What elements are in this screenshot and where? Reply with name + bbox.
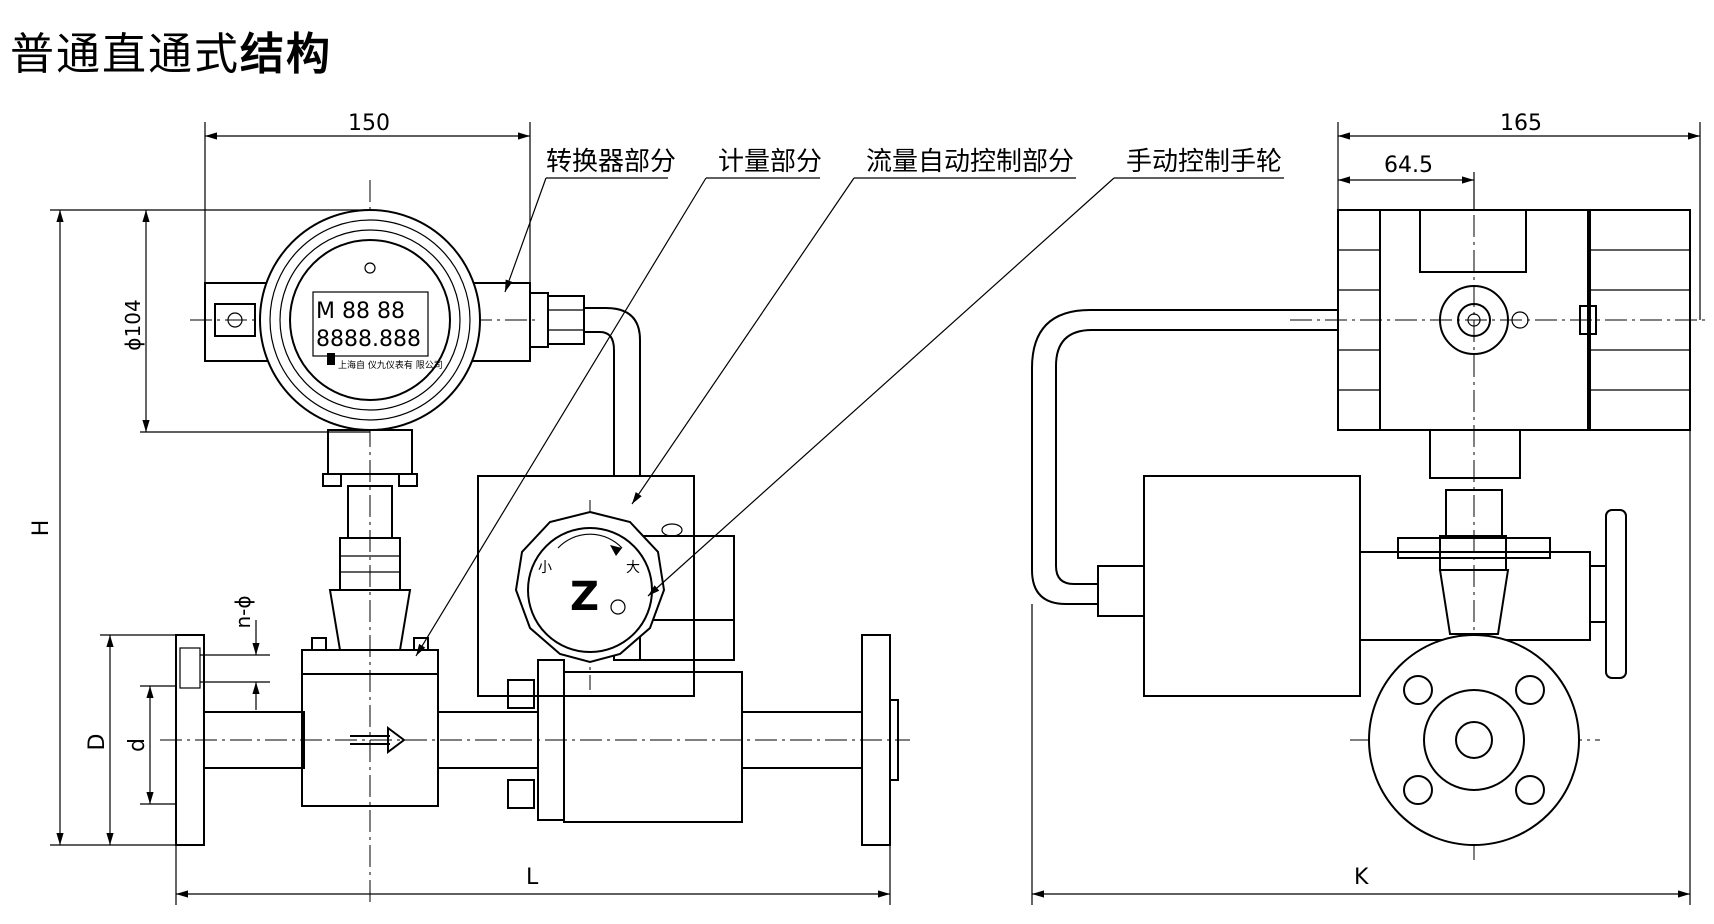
side-actuator-collar (1397, 537, 1551, 559)
converter-window (289, 239, 451, 401)
dim-150-label: 150 (348, 111, 390, 136)
dim-D-label: D (85, 734, 110, 751)
callouts: 转换器部分 计量部分 流量自动控制部分 手动控制手轮 (415, 147, 1284, 657)
side-bolt-hole-2 (1515, 675, 1545, 705)
callout-converter: 转换器部分 (546, 147, 676, 177)
knob-outline (514, 510, 666, 664)
pipe-assembly (175, 634, 899, 846)
knob-brand-mark: Z (570, 574, 599, 620)
valve-body (563, 671, 743, 823)
right-flange-face (889, 699, 899, 781)
stem-bolt-right (398, 473, 418, 487)
side-stem-block (1429, 429, 1521, 479)
side-cable-nut (1097, 565, 1145, 617)
knob-direction-arc (557, 533, 623, 549)
display-indicator (364, 262, 376, 274)
leader-auto-control (631, 177, 855, 505)
lcd-row1: M 88 88 (316, 299, 405, 324)
side-cable-outer (1031, 309, 1338, 605)
dim-phi104-label: ϕ104 (121, 299, 145, 350)
callout-hand-wheel: 手动控制手轮 (1126, 147, 1282, 177)
dim-165-label: 165 (1500, 111, 1542, 136)
side-bolt-hole-4 (1515, 775, 1545, 805)
flow-arrow-icon (387, 726, 406, 754)
maker-logo (327, 353, 335, 365)
registered-mark-icon (610, 599, 626, 615)
mount-bolt-left (311, 637, 327, 651)
dim-64-5-label: 64.5 (1384, 153, 1433, 178)
dim-L-label: L (526, 865, 539, 890)
side-converter-left-fins (1337, 209, 1381, 431)
knob-label-small: 小 (538, 560, 552, 576)
callout-metering: 计量部分 (718, 147, 822, 177)
leader-hand-wheel (647, 177, 1115, 597)
side-converter-plug (1579, 305, 1597, 335)
side-converter-right-fins (1589, 209, 1691, 431)
left-gland (214, 303, 256, 337)
front-dimensions: 150 ϕ104 H D d n-ϕ L (29, 111, 891, 905)
side-handwheel-hub (1589, 565, 1607, 623)
side-bolt-hole-3 (1403, 775, 1433, 805)
actuator-frame (477, 475, 695, 697)
converter-ring-2 (269, 219, 471, 421)
left-flange-bolt-hole (179, 647, 201, 689)
lcd-row2: 8888.888 (316, 327, 421, 352)
side-bolt-hole-1 (1403, 675, 1433, 705)
left-gland-bolt (227, 312, 243, 328)
side-handwheel-icon (1605, 509, 1627, 679)
cable-nut (547, 295, 585, 345)
knob-label-large: 大 (626, 560, 640, 576)
side-actuator-cylinder (1143, 475, 1361, 697)
dim-d-label: d (125, 738, 150, 752)
converter-housing: M 88 88 8888.888 上海自 仪九仪表有 限公司 (204, 209, 585, 431)
callout-auto-control: 流量自动控制部分 (866, 147, 1074, 177)
side-converter-boss (1439, 285, 1509, 355)
title-bold: 结构 (240, 29, 332, 80)
left-pipe (203, 711, 305, 769)
stem-block (327, 429, 413, 475)
side-flange-raised-face (1423, 689, 1525, 791)
stem-bolt-left (322, 473, 342, 487)
side-stem-cone (1438, 569, 1510, 635)
dim-H-label: H (29, 520, 54, 537)
side-ground-screw (1511, 311, 1529, 329)
dim-n-phi-label: n-ϕ (231, 595, 255, 628)
cable-loop-front-outer (584, 307, 641, 476)
valve-bolt-bottom (507, 779, 535, 809)
title-normal: 普通直通式 (10, 29, 240, 80)
knob-direction-arrow (610, 545, 622, 556)
lcd-frame (312, 291, 429, 357)
actuator-screw (661, 523, 683, 537)
leader-converter (504, 177, 547, 293)
side-cable-inner (1055, 329, 1338, 585)
side-flange-bore (1455, 721, 1493, 759)
side-view: 165 64.5 K (1031, 111, 1710, 905)
side-converter-hole (1457, 303, 1491, 337)
leader-metering (415, 177, 707, 657)
front-view: M 88 88 8888.888 上海自 仪九仪表有 限公司 (29, 111, 910, 905)
valve-bolt-top (507, 679, 535, 709)
side-actuator-shaft (1359, 551, 1591, 641)
side-flange-outer (1368, 634, 1580, 846)
side-converter-top-block (1419, 209, 1527, 273)
hand-wheel-knob: 小 大 Z (514, 510, 666, 664)
dim-K-label: K (1354, 865, 1369, 890)
converter-ring-3 (279, 229, 461, 411)
page-title: 普通直通式结构 (10, 18, 332, 82)
maker-text: 上海自 仪九仪表有 限公司 (338, 359, 443, 371)
